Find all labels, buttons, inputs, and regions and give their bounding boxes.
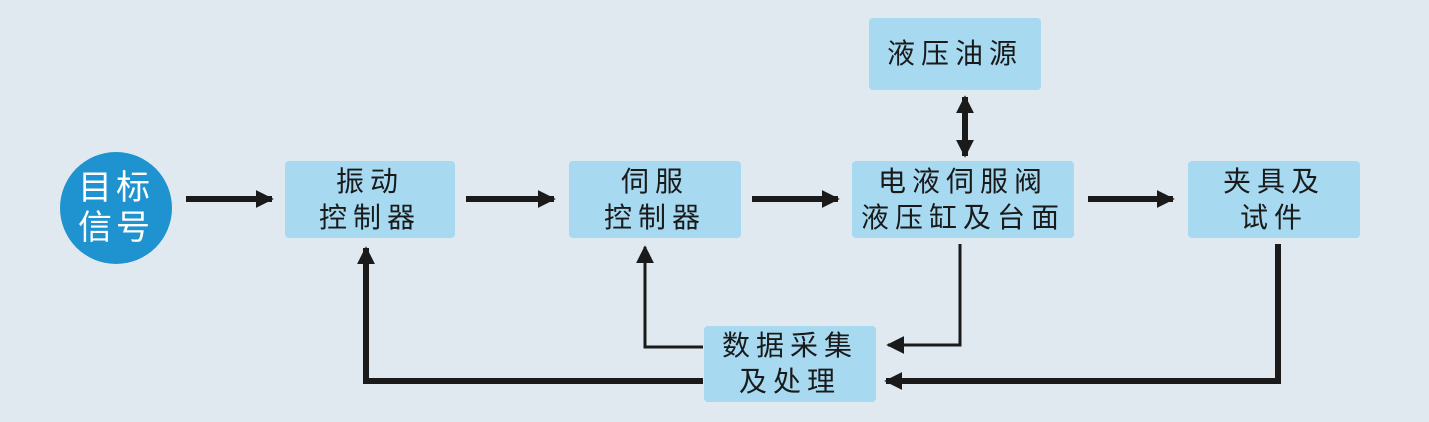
target-signal-node: 目标 信号	[60, 152, 172, 264]
arrow-data-to-vibration-controller	[357, 246, 703, 384]
vibration-controller-line2: 控制器	[318, 200, 421, 234]
data-acquisition-line1: 数据采集	[721, 329, 858, 362]
vibration-controller-line1: 振动	[335, 164, 404, 198]
servo-controller-line2: 控制器	[603, 200, 706, 234]
servo-controller-box: 伺服 控制器	[569, 161, 741, 238]
hydraulic-oil-source-label: 液压油源	[886, 37, 1023, 70]
fixture-specimen-line1: 夹具及	[1222, 164, 1325, 198]
fixture-specimen-box: 夹具及 试件	[1188, 161, 1360, 238]
vibration-controller-box: 振动 控制器	[285, 161, 455, 238]
arrow-valve-to-data-acquisition	[886, 244, 962, 354]
data-acquisition-box: 数据采集 及处理	[704, 326, 876, 402]
servo-valve-cylinder-line1: 电液伺服阀	[877, 164, 1048, 198]
target-signal-line1: 目标	[78, 168, 154, 208]
arrow-data-to-servo-controller	[636, 245, 703, 349]
hydraulic-oil-source-box: 液压油源	[869, 18, 1041, 90]
servo-valve-cylinder-box: 电液伺服阀 液压缸及台面	[852, 161, 1074, 238]
servo-valve-cylinder-line2: 液压缸及台面	[860, 200, 1065, 234]
fixture-specimen-line2: 试件	[1239, 200, 1308, 234]
data-acquisition-line2: 及处理	[738, 365, 841, 398]
servo-controller-line1: 伺服	[620, 164, 689, 198]
arrow-fixture-to-data-acquisition	[884, 244, 1281, 390]
target-signal-line2: 信号	[78, 208, 154, 248]
